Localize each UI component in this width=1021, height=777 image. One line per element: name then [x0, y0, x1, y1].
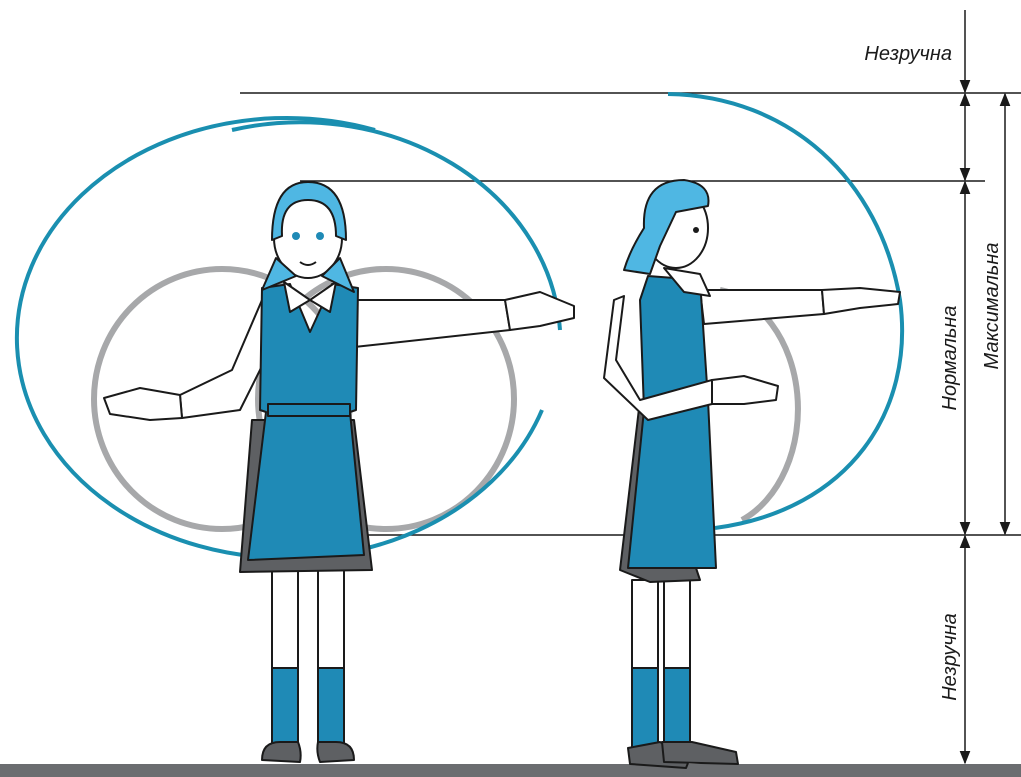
- label-max-zone: Максимальна: [981, 243, 1003, 370]
- front-belt: [268, 404, 350, 416]
- side-leg-back: [632, 580, 658, 672]
- side-sock-back: [632, 668, 658, 748]
- side-hand-upper: [822, 288, 900, 314]
- dimension-arrows: [965, 10, 1005, 763]
- floor: [0, 764, 1021, 777]
- side-shoe-front: [662, 742, 738, 764]
- front-hand-left: [104, 388, 182, 420]
- front-eye-right: [316, 232, 324, 240]
- front-arm-right: [340, 300, 510, 348]
- front-sock-left: [272, 668, 298, 748]
- side-leg-front: [664, 580, 690, 672]
- front-shoe-left: [262, 742, 301, 762]
- front-dress: [248, 284, 364, 560]
- label-top-zone: Незручна: [864, 43, 952, 65]
- front-hand-right: [505, 292, 574, 330]
- side-hand-lower: [712, 376, 778, 404]
- front-sock-right: [318, 668, 344, 748]
- front-eye-left: [292, 232, 300, 240]
- label-bottom-zone: Незручна: [939, 613, 961, 701]
- side-sock-front: [664, 668, 690, 748]
- side-arm-upper: [700, 290, 824, 324]
- front-shoe-right: [317, 742, 354, 762]
- side-eye: [693, 227, 699, 233]
- side-view-figure: [604, 180, 900, 768]
- front-leg-left: [272, 560, 298, 670]
- label-normal-zone: Нормальна: [939, 306, 961, 411]
- front-leg-right: [318, 560, 344, 670]
